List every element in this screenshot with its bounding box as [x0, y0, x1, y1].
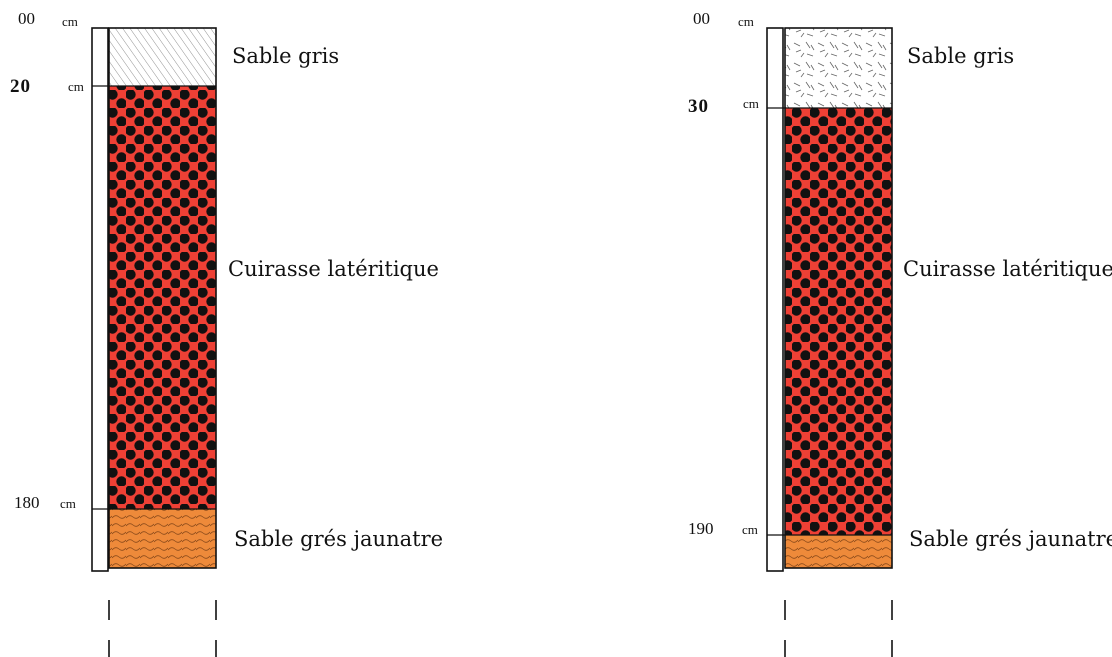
- layer-laterite: [109, 86, 216, 509]
- layer-grey-sand: [109, 28, 216, 86]
- depth-label: 190: [688, 519, 714, 538]
- depth-scale-bar: [91, 27, 109, 572]
- layer-sandstone: [785, 535, 892, 568]
- layer-laterite: [785, 108, 892, 535]
- layer-label: Sable grés jaunatre: [909, 527, 1112, 551]
- depth-label: 30: [688, 96, 709, 117]
- layer-label: Cuirasse latéritique: [903, 257, 1112, 281]
- depth-unit: cm: [60, 496, 76, 511]
- layer-sandstone: [109, 509, 216, 568]
- layer-label: Cuirasse latéritique: [228, 257, 439, 281]
- profile-1: 00 cm 20 cm 180 cm Sable gris Cuirasse l…: [10, 9, 443, 657]
- column-outline: [784, 27, 893, 569]
- depth-unit: cm: [743, 96, 759, 111]
- depth-unit: cm: [738, 14, 754, 29]
- depth-label: 20: [10, 76, 31, 97]
- layer-grey-sand: [785, 28, 892, 108]
- column-outline: [108, 27, 217, 569]
- depth-scale-bar: [766, 27, 784, 572]
- depth-label: 00: [693, 9, 710, 28]
- depth-label: 00: [18, 9, 35, 28]
- depth-unit: cm: [742, 522, 758, 537]
- depth-label: 180: [14, 493, 40, 512]
- profile-2: 00 cm 30 cm 190 cm Sable gris Cuirasse l…: [688, 9, 1112, 657]
- layer-label: Sable gris: [232, 44, 339, 68]
- depth-unit: cm: [62, 14, 78, 29]
- layer-label: Sable gris: [907, 44, 1014, 68]
- layer-label: Sable grés jaunatre: [234, 527, 443, 551]
- depth-unit: cm: [68, 79, 84, 94]
